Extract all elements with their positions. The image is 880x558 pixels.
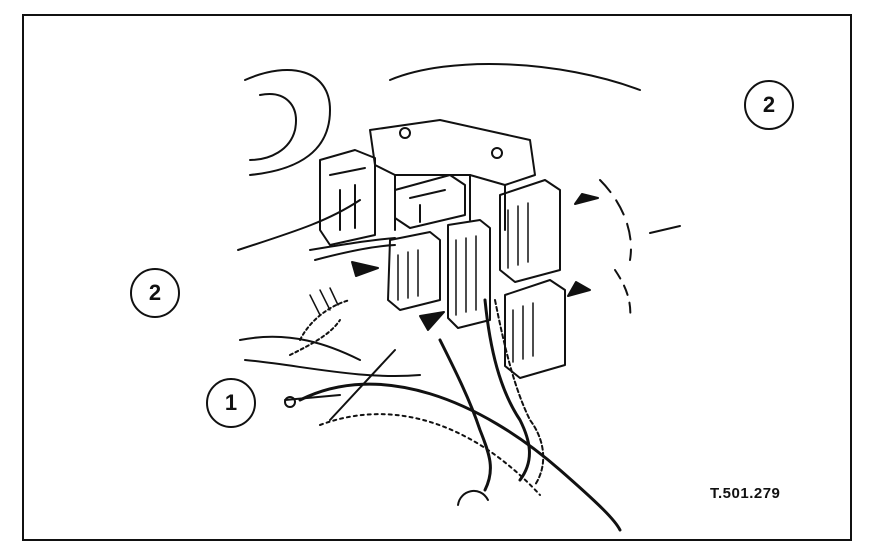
callout-2-top-right: 2 bbox=[744, 80, 794, 130]
shroud-inner-curve bbox=[249, 93, 297, 161]
callout-1: 1 bbox=[206, 378, 256, 428]
right-upper-connector-slots bbox=[507, 202, 529, 269]
bottom-partial-circle bbox=[457, 490, 489, 506]
right-lower-connector-slots bbox=[512, 302, 534, 363]
tool-tip bbox=[284, 396, 296, 408]
arrow-right-lower bbox=[567, 281, 591, 297]
center-small-connector bbox=[394, 174, 466, 229]
lower-line bbox=[244, 359, 421, 378]
steering-wheel-arc-inner bbox=[319, 413, 541, 496]
plug-slots bbox=[397, 249, 419, 301]
small-wires bbox=[309, 287, 339, 316]
wire-bundle-2 bbox=[494, 299, 545, 486]
block-hole-1 bbox=[399, 127, 411, 139]
right-dash bbox=[649, 225, 681, 234]
shroud-outline bbox=[237, 199, 361, 251]
left-connector bbox=[319, 149, 376, 246]
block-front-face bbox=[394, 174, 506, 231]
plug-wires bbox=[309, 237, 396, 261]
wire-bundle-4 bbox=[299, 299, 351, 341]
wire-bundle-3 bbox=[438, 338, 492, 492]
arrow-lower-center bbox=[419, 311, 445, 331]
lower-left-curve bbox=[239, 335, 361, 361]
plug-body bbox=[387, 231, 441, 311]
arrow-left-plug bbox=[351, 261, 379, 277]
right-upper-connector bbox=[499, 179, 561, 283]
upper-arc bbox=[389, 63, 641, 91]
wire-bundle-5 bbox=[289, 319, 341, 356]
right-arc-2 bbox=[614, 269, 632, 321]
shroud-top-curve bbox=[244, 69, 331, 176]
right-lower-connector bbox=[504, 279, 566, 379]
steering-wheel-arc bbox=[298, 382, 622, 532]
middle-connector bbox=[447, 219, 491, 329]
block-hole-2 bbox=[491, 147, 503, 159]
figure-reference: T.501.279 bbox=[710, 485, 781, 502]
left-connector-detail bbox=[329, 167, 366, 231]
callout-2-left: 2 bbox=[130, 268, 180, 318]
center-small-connector-detail bbox=[409, 189, 446, 223]
middle-connector-slots bbox=[455, 235, 477, 316]
right-arc bbox=[599, 179, 632, 261]
wire-bundle-1 bbox=[483, 298, 531, 482]
arrow-right-upper bbox=[574, 193, 599, 205]
